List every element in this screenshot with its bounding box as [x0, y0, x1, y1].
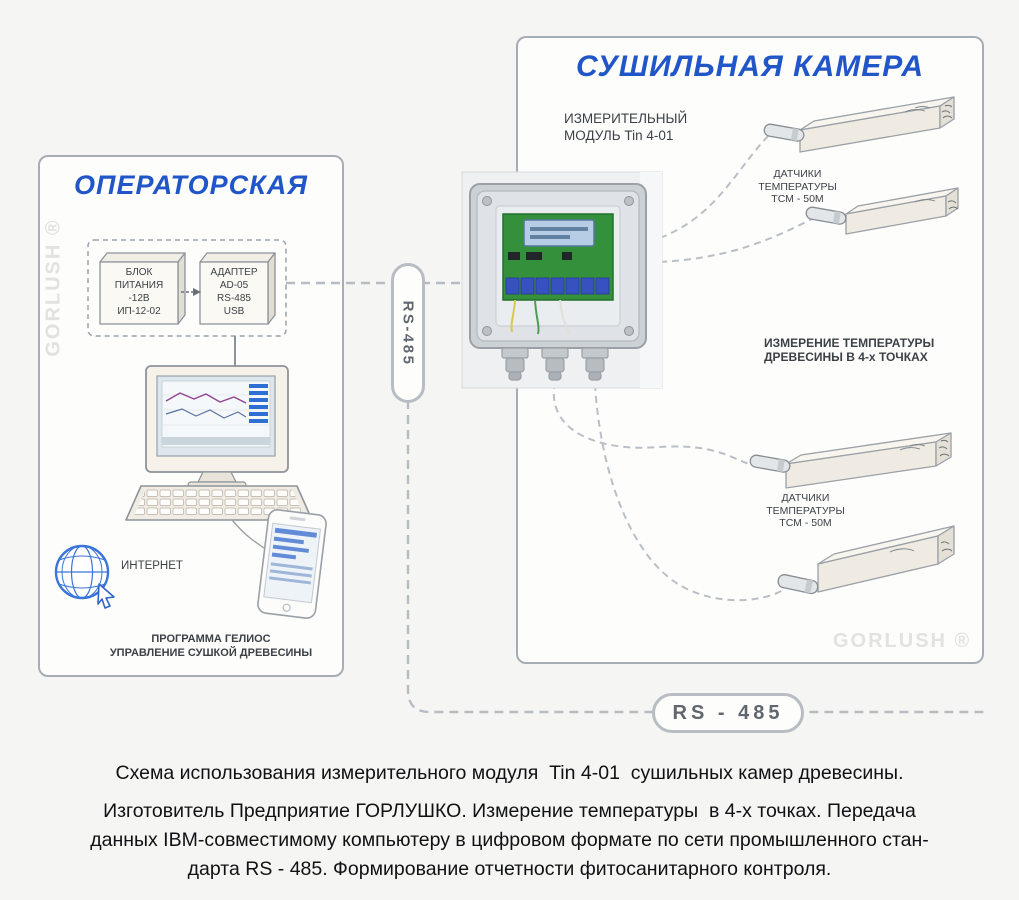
- measuring-module-photo: [461, 171, 663, 389]
- rs485-horizontal-badge: RS - 485: [652, 693, 804, 733]
- keyboard-phone-cable: [231, 519, 265, 549]
- operator-room-title: ОПЕРАТОРСКАЯ: [74, 170, 308, 200]
- sensors-label-top: ДАТЧИКИ ТЕМПЕРАТУРЫ ТСМ - 50М: [758, 168, 837, 205]
- temp-sensor-3: [749, 454, 791, 473]
- measuring-module-label: ИЗМЕРИТЕЛЬНЫЙ МОДУЛЬ Tin 4-01: [564, 111, 688, 143]
- sensor-cable-4: [594, 383, 787, 602]
- sensor-cable-3: [552, 381, 755, 466]
- wood-plank-3: [785, 432, 952, 489]
- computer-monitor: [145, 365, 289, 489]
- temp-sensor-1: [763, 123, 805, 142]
- module-pcb: [502, 213, 614, 335]
- internet-globe-icon: [54, 544, 115, 609]
- rs485-horizontal-label: RS - 485: [672, 701, 784, 724]
- footer-caption-line1: Схема использования измерительного модул…: [115, 762, 904, 784]
- footer-caption-line2: Изготовитель Предприятие ГОРЛУШКО. Измер…: [103, 800, 916, 822]
- sensor-cables: [552, 133, 813, 602]
- rs485-bus-lines: [286, 281, 984, 714]
- sensor-cable-2: [659, 218, 813, 263]
- cable-glands: [501, 347, 609, 381]
- rs485-vertical-label: RS-485: [399, 300, 417, 366]
- sensors-label-bottom: ДАТЧИКИ ТЕМПЕРАТУРЫ ТСМ - 50М: [766, 492, 845, 529]
- module-lcd: [523, 219, 595, 247]
- temp-sensor-4: [777, 574, 819, 595]
- wood-plank-2: [845, 187, 959, 235]
- helios-program-caption: ПРОГРАММА ГЕЛИОС УПРАВЛЕНИЕ СУШКОЙ ДРЕВЕ…: [109, 633, 313, 659]
- psu-adapter-group-outline: [87, 239, 287, 337]
- internet-label: ИНТЕРНЕТ: [121, 560, 183, 572]
- adapter-label: АДАПТЕР AD-05 RS-485 USB: [210, 267, 258, 317]
- gorlush-watermark-right: GORLUSH ®: [833, 630, 972, 652]
- cursor-icon: [97, 583, 115, 609]
- measurement-note: ИЗМЕРЕНИЕ ТЕМПЕРАТУРЫ ДРЕВЕСИНЫ В 4-х ТО…: [764, 336, 935, 364]
- keyboard: [125, 485, 313, 521]
- smartphone: [257, 509, 327, 619]
- sensor-cable-1: [659, 133, 771, 239]
- adapter-box-3d: [199, 252, 276, 325]
- power-supply-label: БЛОК ПИТАНИЯ -12В ИП-12-02: [114, 267, 164, 317]
- wood-plank-4: [817, 525, 955, 593]
- footer-caption-line3: данных IBM-совместимому компьютеру в циф…: [90, 829, 929, 851]
- monitor-chart: [161, 380, 271, 448]
- temp-sensor-2: [805, 206, 847, 225]
- drying-chamber-title: СУШИЛЬНАЯ КАМЕРА: [575, 50, 925, 83]
- rs485-vertical-badge: RS-485: [391, 263, 425, 403]
- power-supply-box-3d: [99, 252, 186, 325]
- psu-to-adapter-arrow: [181, 288, 201, 296]
- wood-plank-1: [799, 96, 955, 153]
- footer-caption-line4: дарта RS - 485. Формирование отчетности …: [187, 858, 832, 880]
